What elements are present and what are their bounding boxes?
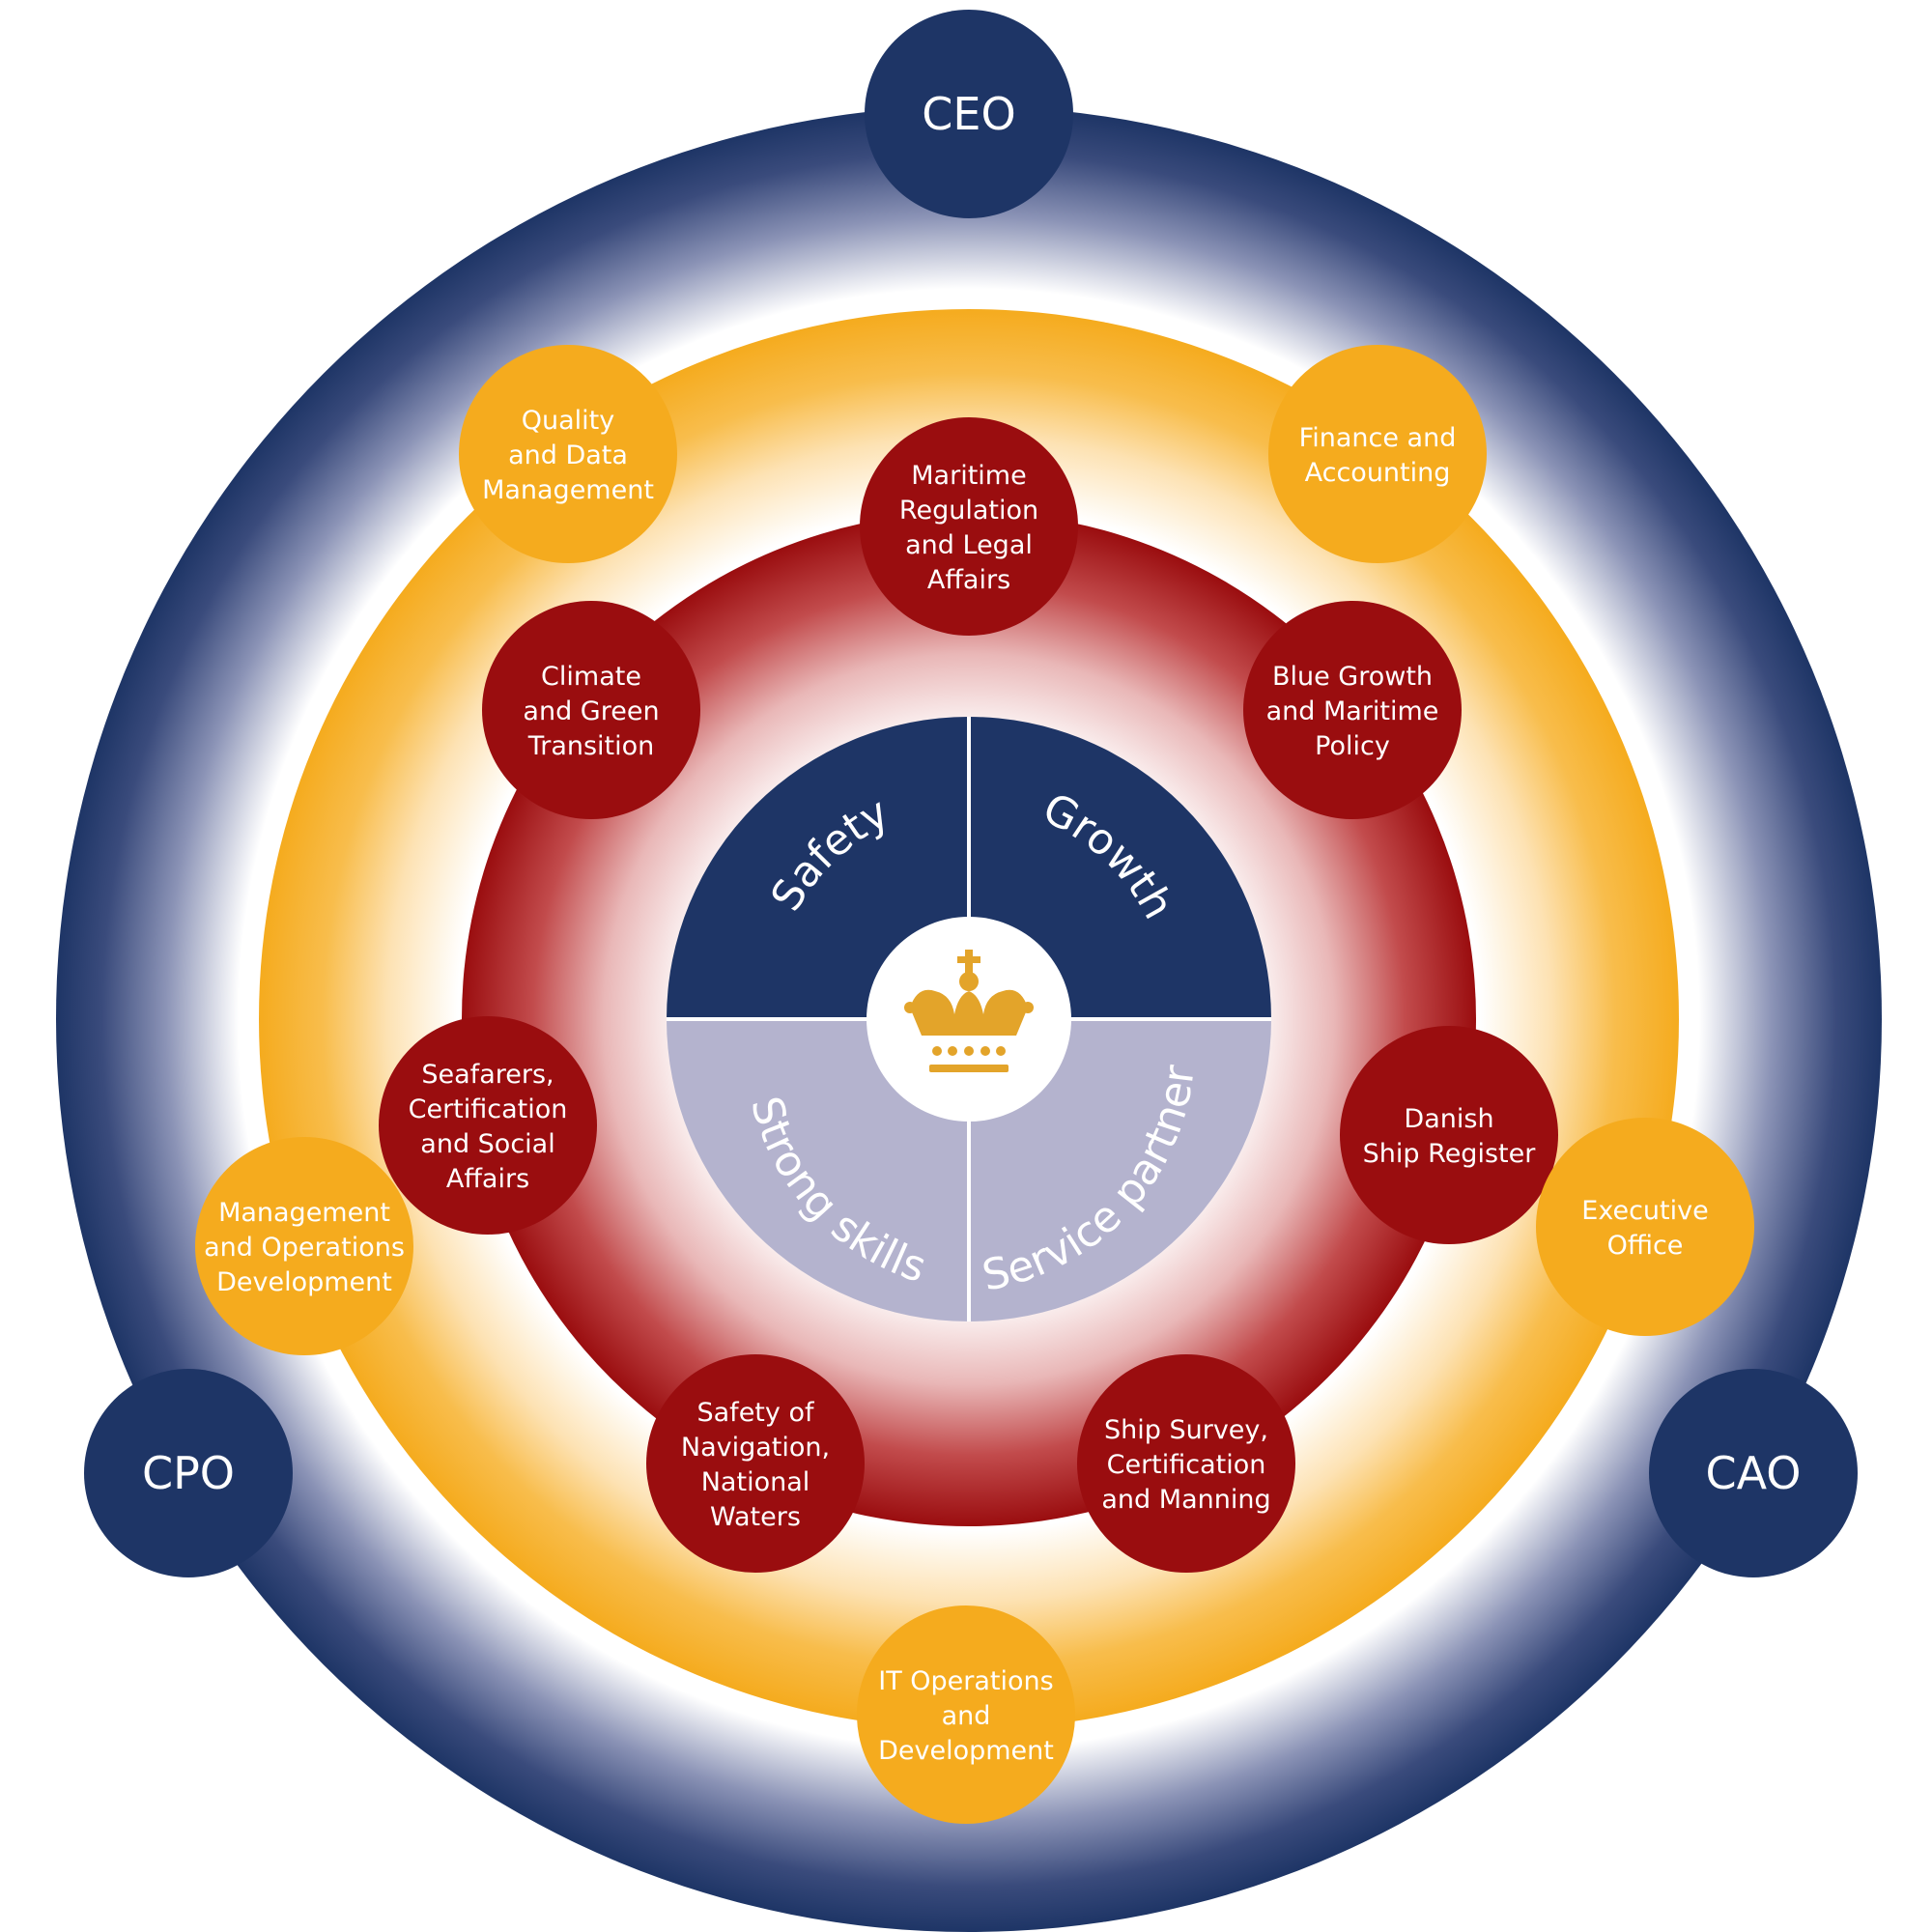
unit-finance-label-line: Finance and — [1299, 423, 1457, 453]
unit-blue-growth-label-line: Policy — [1315, 731, 1390, 761]
unit-safety-navigation-label-line: Waters — [710, 1502, 801, 1532]
unit-seafarers-label-line: Certification — [409, 1094, 568, 1124]
unit-cao-label: CAO — [1706, 1447, 1802, 1499]
unit-maritime-regulation-label-line: Regulation — [899, 496, 1038, 526]
unit-climate-circle — [482, 601, 700, 819]
unit-blue-growth-circle — [1243, 601, 1462, 819]
unit-ship-survey-circle — [1077, 1354, 1295, 1573]
unit-management-ops-circle — [195, 1137, 413, 1355]
values-disc: Safety Growth Strong skills Service part… — [667, 717, 1271, 1321]
value-quadrant-strong-skills — [667, 1019, 969, 1321]
unit-blue-growth-label-line: and Maritime — [1266, 696, 1439, 726]
value-quadrant-service-partner — [969, 1019, 1271, 1321]
unit-executive-office-label-line: Office — [1607, 1231, 1684, 1261]
unit-cpo: CPO — [84, 1369, 293, 1577]
unit-it-ops-label-line: Development — [878, 1736, 1054, 1766]
unit-seafarers-label-line: Seafarers, — [421, 1060, 554, 1090]
unit-management-ops-label-line: Management — [218, 1198, 390, 1228]
unit-ship-survey-label-line: and Manning — [1101, 1485, 1270, 1515]
unit-it-ops-label-line: and — [942, 1701, 991, 1731]
unit-climate-label-line: and Green — [523, 696, 659, 726]
crown-icon — [904, 950, 1034, 1072]
unit-maritime-regulation-circle — [860, 417, 1078, 636]
unit-safety-navigation-circle — [646, 1354, 865, 1573]
unit-danish-ship-register-label-line: Ship Register — [1363, 1139, 1537, 1169]
unit-finance-label-line: Accounting — [1305, 458, 1451, 488]
unit-quality-label-line: Quality — [522, 406, 614, 436]
value-quadrant-growth — [969, 717, 1271, 1019]
unit-ceo: CEO — [865, 10, 1073, 218]
unit-management-ops-label-line: and Operations — [204, 1233, 405, 1263]
unit-maritime-regulation-label-line: and Legal — [905, 530, 1033, 560]
unit-climate-label-line: Climate — [541, 662, 641, 692]
unit-quality-label-line: and Data — [508, 440, 628, 470]
unit-safety-navigation-label-line: National — [701, 1467, 810, 1497]
unit-safety-navigation-label-line: Navigation, — [681, 1433, 830, 1463]
unit-safety-navigation-label-line: Safety of — [697, 1398, 815, 1428]
unit-finance-circle — [1268, 345, 1487, 563]
unit-it-ops-label-line: IT Operations — [878, 1666, 1053, 1696]
unit-seafarers-circle — [379, 1016, 597, 1235]
unit-cao-circle — [1649, 1369, 1858, 1577]
unit-management-ops-label-line: Development — [216, 1267, 392, 1297]
unit-cpo-label: CPO — [142, 1447, 235, 1499]
unit-ship-survey: Ship Survey, Certification and Manning — [1077, 1354, 1295, 1573]
unit-ship-survey-label-line: Certification — [1107, 1450, 1266, 1480]
unit-climate-label-line: Transition — [527, 731, 655, 761]
unit-danish-ship-register-circle — [1340, 1026, 1558, 1244]
unit-ceo-label: CEO — [922, 88, 1015, 140]
unit-it-ops-circle — [857, 1605, 1075, 1824]
unit-danish-ship-register-label-line: Danish — [1404, 1104, 1493, 1134]
unit-executive-office-label-line: Executive — [1581, 1196, 1708, 1226]
unit-maritime-regulation-label-line: Affairs — [927, 565, 1010, 595]
unit-ship-survey-label-line: Ship Survey, — [1104, 1415, 1268, 1445]
executives: CEO CPO CAO — [84, 10, 1858, 1577]
unit-seafarers-label-line: Affairs — [446, 1164, 529, 1194]
unit-quality-label-line: Management — [482, 475, 654, 505]
unit-cao: CAO — [1649, 1369, 1858, 1577]
unit-maritime-regulation-label-line: Maritime — [911, 461, 1026, 491]
value-quadrant-safety — [667, 717, 969, 1019]
unit-quality-circle — [459, 345, 677, 563]
unit-ceo-circle — [865, 10, 1073, 218]
unit-executive-office-circle — [1536, 1118, 1754, 1336]
unit-cpo-circle — [84, 1369, 293, 1577]
unit-seafarers-label-line: and Social — [420, 1129, 554, 1159]
unit-blue-growth-label-line: Blue Growth — [1272, 662, 1433, 692]
